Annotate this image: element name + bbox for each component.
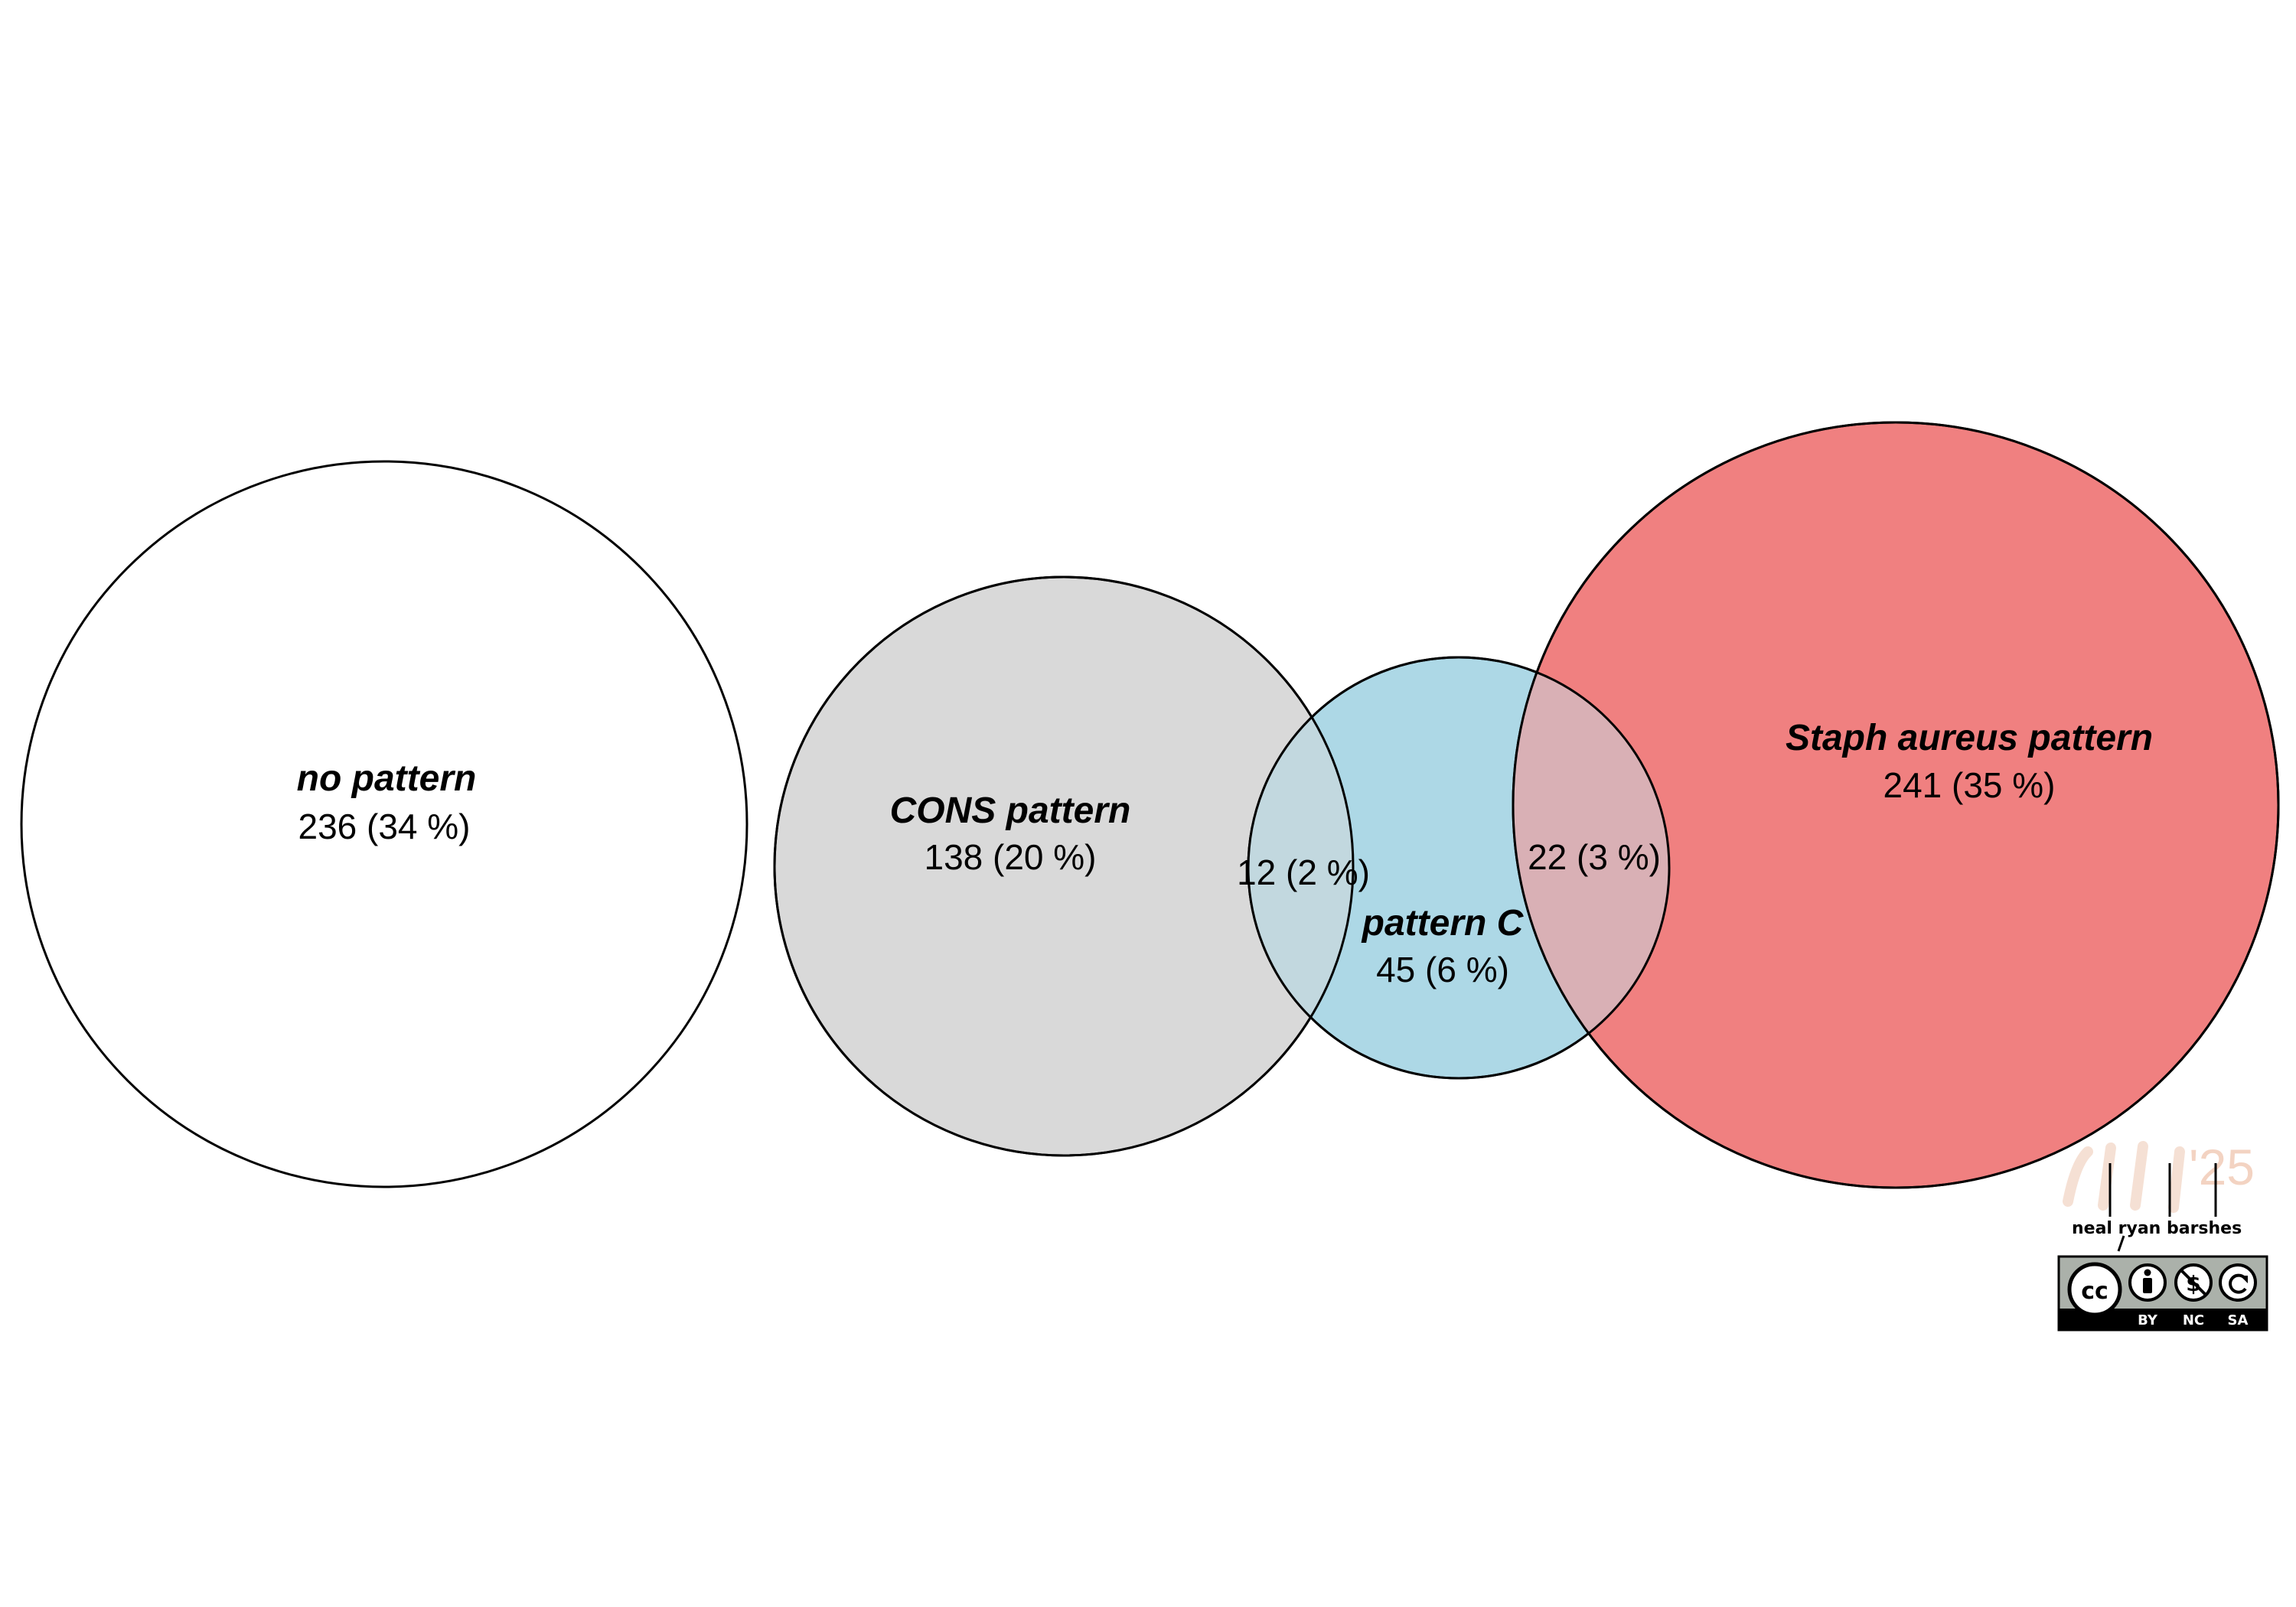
pattern-c-label: pattern C xyxy=(1361,903,1525,944)
license-nc: NC xyxy=(2183,1312,2204,1328)
signature-ticks xyxy=(2108,1163,2217,1252)
author-watermark: '25 neal ryan barshes xyxy=(2063,1139,2255,1252)
license-sa: SA xyxy=(2228,1312,2249,1328)
pattern-c-staph-overlap xyxy=(1513,657,1669,1078)
cons-pattern-c-overlap-count: 12 (2 %) xyxy=(1237,852,1370,892)
noncommercial-icon: $ xyxy=(2174,1263,2213,1302)
cons-pattern-label: CONS pattern xyxy=(890,790,1131,831)
pattern-c-staph-overlap-count: 22 (3 %) xyxy=(1528,837,1661,877)
art-logo-mark xyxy=(2063,1141,2185,1213)
license-by: BY xyxy=(2138,1312,2158,1328)
cc-license-badge: cc $ BY NC SA xyxy=(2057,1255,2268,1332)
sharealike-icon xyxy=(2219,1263,2257,1302)
attribution-icon xyxy=(2128,1263,2167,1302)
author-signature: neal ryan barshes xyxy=(2072,1219,2242,1238)
staph-aureus-pattern-label: Staph aureus pattern xyxy=(1786,718,2153,758)
svg-text:cc: cc xyxy=(2081,1278,2108,1305)
year-mark: '25 xyxy=(2189,1139,2255,1195)
no-pattern-count: 236 (34 %) xyxy=(298,807,470,846)
cc-icon: cc xyxy=(2067,1262,2122,1317)
no-pattern-label: no pattern xyxy=(297,758,477,799)
circle-outlines xyxy=(773,421,2280,1189)
no-pattern-circle xyxy=(20,460,748,1188)
cons-pattern-count: 138 (20 %) xyxy=(924,837,1096,877)
pattern-c-count: 45 (6 %) xyxy=(1376,950,1509,989)
staph-aureus-pattern-count: 241 (35 %) xyxy=(1883,765,2055,805)
